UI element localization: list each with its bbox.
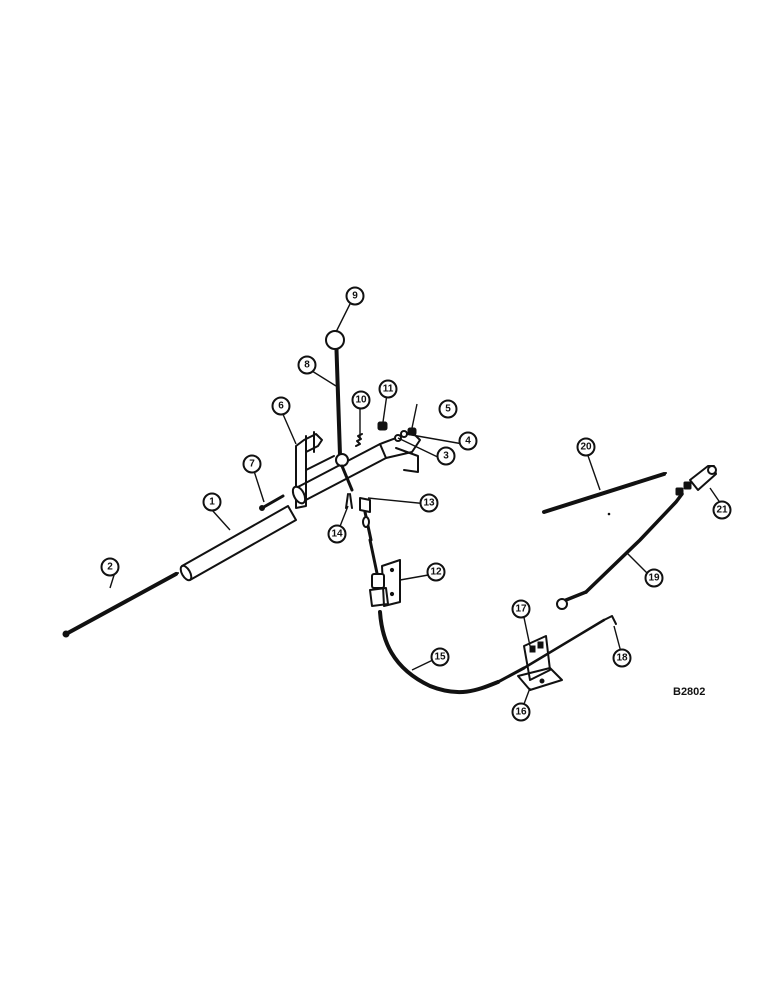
svg-text:17: 17 xyxy=(515,604,527,615)
callout-21: 21 xyxy=(712,500,732,520)
callout-18: 18 xyxy=(612,648,632,668)
cotter-pin xyxy=(345,493,353,509)
callout-7: 7 xyxy=(242,454,262,474)
rod-end xyxy=(689,465,717,491)
svg-text:15: 15 xyxy=(434,652,446,663)
svg-text:3: 3 xyxy=(443,451,449,462)
bracket xyxy=(295,431,335,509)
callout-15: 15 xyxy=(430,647,450,667)
callout-19: 19 xyxy=(644,568,664,588)
callout-20: 20 xyxy=(576,437,596,457)
mounting-bracket xyxy=(517,635,563,691)
svg-text:10: 10 xyxy=(355,395,367,406)
svg-text:18: 18 xyxy=(616,653,628,664)
svg-text:21: 21 xyxy=(716,505,728,516)
lever-knob xyxy=(325,330,345,350)
dust-speck xyxy=(607,512,611,516)
callout-17: 17 xyxy=(511,599,531,619)
svg-text:11: 11 xyxy=(383,384,394,395)
callout-leaders xyxy=(109,299,724,713)
callout-12: 12 xyxy=(426,562,446,582)
callout-11: 11 xyxy=(378,379,398,399)
cable-bracket xyxy=(369,559,401,607)
svg-text:13: 13 xyxy=(423,498,435,509)
callout-6: 6 xyxy=(271,396,291,416)
svg-text:20: 20 xyxy=(580,442,592,453)
callout-3: 3 xyxy=(436,446,456,466)
callout-1: 1 xyxy=(202,492,222,512)
callout-13: 13 xyxy=(419,493,439,513)
svg-text:2: 2 xyxy=(107,562,113,573)
long-rod xyxy=(62,572,179,638)
threaded-rod xyxy=(542,472,667,514)
linkage-rod xyxy=(556,481,692,610)
svg-text:1: 1 xyxy=(209,497,215,508)
callout-14: 14 xyxy=(327,524,347,544)
pin xyxy=(259,494,285,511)
svg-text:9: 9 xyxy=(352,291,358,302)
svg-text:8: 8 xyxy=(304,360,310,371)
callout-2: 2 xyxy=(100,557,120,577)
callout-10: 10 xyxy=(351,390,371,410)
svg-text:4: 4 xyxy=(465,436,471,447)
nut-11 xyxy=(377,421,388,431)
spring xyxy=(355,433,363,447)
callout-4: 4 xyxy=(458,431,478,451)
svg-text:6: 6 xyxy=(278,401,284,412)
callout-9: 9 xyxy=(345,286,365,306)
callout-5: 5 xyxy=(438,399,458,419)
clevis-and-cable-top xyxy=(359,497,380,580)
callout-8: 8 xyxy=(297,355,317,375)
shift-lever xyxy=(334,333,354,492)
callout-16: 16 xyxy=(511,702,531,722)
svg-text:12: 12 xyxy=(430,567,442,578)
tube xyxy=(179,505,297,582)
svg-text:19: 19 xyxy=(648,573,660,584)
control-cable xyxy=(378,610,606,695)
svg-text:14: 14 xyxy=(331,529,343,540)
clamp xyxy=(529,641,544,653)
svg-text:7: 7 xyxy=(249,459,255,470)
figure-code: B2802 xyxy=(673,686,705,698)
svg-text:16: 16 xyxy=(515,707,527,718)
svg-text:5: 5 xyxy=(445,404,451,415)
clip xyxy=(603,615,617,625)
